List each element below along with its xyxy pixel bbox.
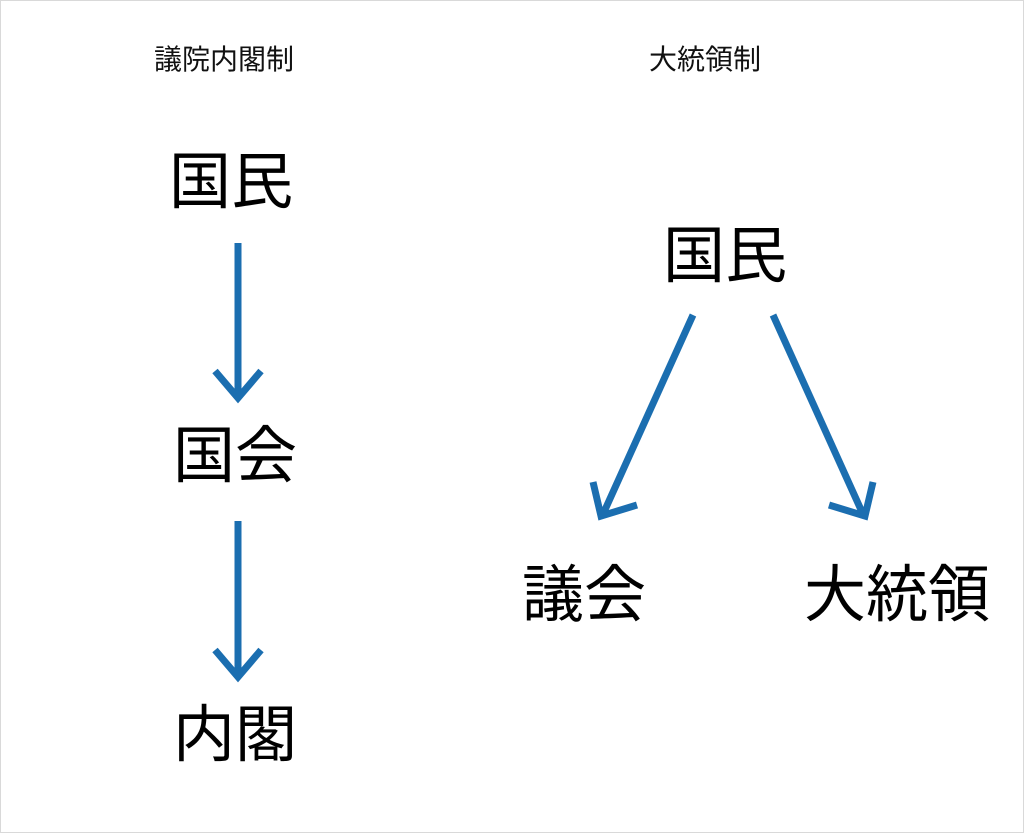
node-presidential-kokumin: 国民 [663, 219, 788, 292]
diagram-title-parliamentary: 議院内閣制 [154, 43, 295, 76]
arrow-kokumin-to-kokkai [212, 243, 264, 404]
node-presidential-daitoryo: 大統領 [804, 558, 991, 631]
node-presidential-gikai: 議会 [522, 558, 647, 631]
arrow-kokumin-to-gikai [589, 313, 697, 521]
node-parliamentary-naikaku: 内閣 [173, 698, 298, 771]
node-parliamentary-kokumin: 国民 [169, 145, 294, 218]
diagram-title-presidential: 大統領制 [649, 43, 762, 76]
node-parliamentary-kokkai: 国会 [173, 419, 298, 492]
arrow-kokumin-to-daitoryo [769, 313, 877, 521]
arrow-kokkai-to-naikaku [212, 521, 264, 683]
